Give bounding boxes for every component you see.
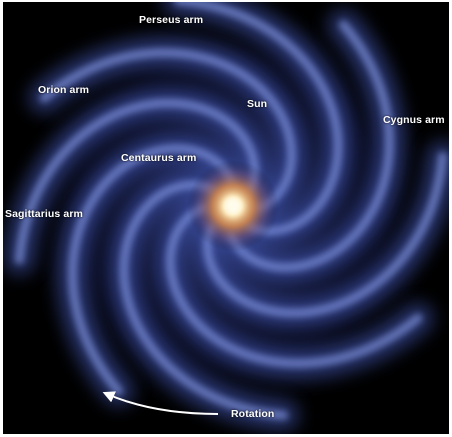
- perseus-arm-label: Perseus arm: [139, 14, 204, 26]
- galactic-core-bright-center: [223, 196, 243, 216]
- spiral-arm: [119, 180, 289, 420]
- sun-label: Sun: [247, 98, 268, 110]
- spiral-arm: [68, 144, 236, 396]
- rotation-label: Rotation: [231, 408, 275, 420]
- orion-arm-label: Orion arm: [38, 84, 90, 96]
- spiral-arm: [165, 203, 423, 368]
- rotation-arrow: [102, 391, 219, 415]
- spiral-arms: [4, 2, 449, 431]
- spiral-arm: [39, 48, 297, 213]
- spiral-galaxy-illustration: [4, 2, 449, 431]
- centaurus-arm-label: Centaurus arm: [121, 152, 197, 164]
- sagittarius-arm-label: Sagittarius arm: [5, 208, 83, 220]
- spiral-arm: [202, 151, 448, 318]
- cygnus-arm-label: Cygnus arm: [383, 114, 445, 126]
- spiral-arm: [14, 98, 260, 265]
- spiral-arm: [174, 2, 343, 236]
- galaxy-image-panel: Perseus arm Orion arm Sun Cygnus arm Cen…: [3, 2, 449, 434]
- spiral-arm: [226, 20, 394, 272]
